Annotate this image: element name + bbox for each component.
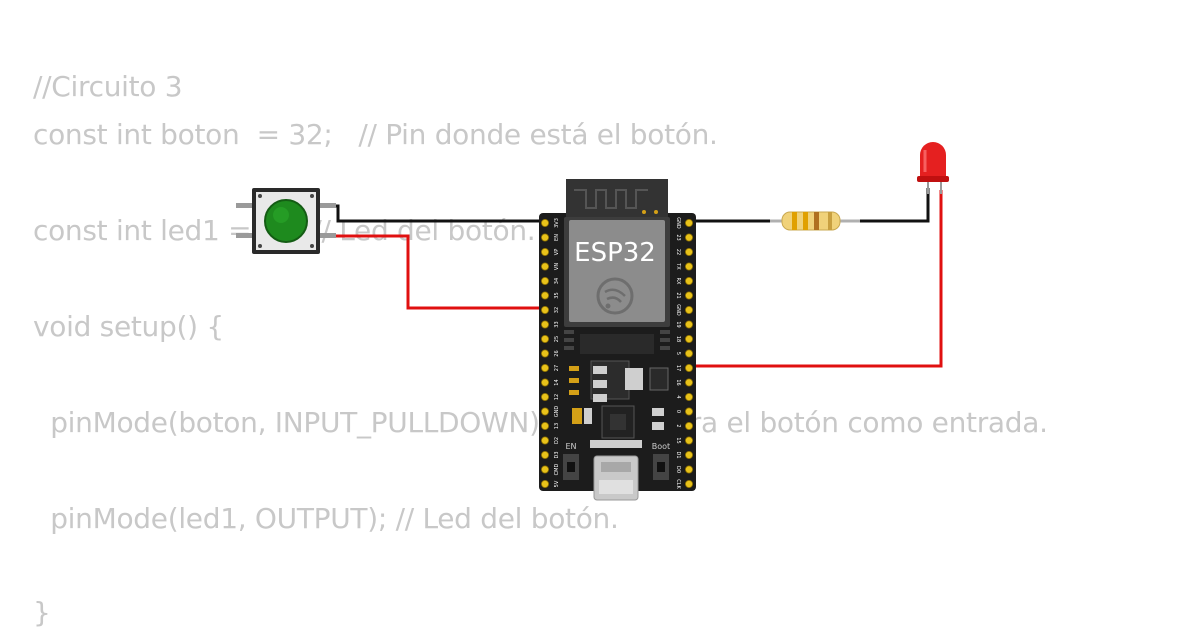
left-pin-label: 33: [554, 321, 560, 327]
push-button[interactable]: [236, 188, 336, 254]
right-pin-clk[interactable]: [685, 479, 694, 488]
left-pin-gnd[interactable]: [541, 407, 550, 416]
right-pin-label: 22: [675, 249, 681, 255]
left-pin-5v[interactable]: [541, 479, 550, 488]
left-pin-label: VP: [554, 249, 560, 255]
left-pin-label: 34: [554, 278, 560, 284]
left-pin-27[interactable]: [541, 363, 550, 372]
right-pin-label: 0: [675, 410, 681, 413]
right-pin-label: 4: [675, 395, 681, 398]
left-pin-label: D2: [554, 437, 560, 444]
left-pin-3v3[interactable]: [541, 218, 550, 227]
right-pin-rx[interactable]: [685, 276, 694, 285]
left-pin-33[interactable]: [541, 320, 550, 329]
right-pin-4[interactable]: [685, 392, 694, 401]
left-pin-13[interactable]: [541, 421, 550, 430]
left-pin-label: 27: [554, 365, 560, 371]
wire-resistor-to-led[interactable]: [852, 188, 930, 223]
code-line-close: }: [33, 596, 51, 629]
left-pin-35[interactable]: [541, 291, 550, 300]
left-pin-vp[interactable]: [541, 247, 550, 256]
en-button[interactable]: [563, 454, 579, 480]
led[interactable]: [917, 142, 949, 194]
wire-button-to-pin32[interactable]: [320, 234, 545, 310]
left-pin-d2[interactable]: [541, 436, 550, 445]
left-pin-34[interactable]: [541, 276, 550, 285]
resistor[interactable]: [770, 211, 860, 231]
right-pin-label: D0: [675, 466, 681, 473]
left-pin-label: 3V3: [554, 218, 560, 228]
right-pin-label: 17: [675, 365, 681, 371]
right-pin-22[interactable]: [685, 247, 694, 256]
right-pin-label: D1: [675, 451, 681, 458]
left-pin-25[interactable]: [541, 334, 550, 343]
right-pin-label: GND: [675, 217, 681, 229]
left-pin-label: 25: [554, 336, 560, 342]
left-pin-label: 32: [554, 307, 560, 313]
right-pin-label: 23: [675, 234, 681, 240]
left-pin-14[interactable]: [541, 378, 550, 387]
code-line-boton: const int boton = 32; // Pin donde está …: [33, 118, 718, 151]
boot-button-label: Boot: [652, 442, 670, 451]
right-pin-d0[interactable]: [685, 465, 694, 474]
right-pin-tx[interactable]: [685, 262, 694, 271]
code-line-setup: void setup() {: [33, 310, 224, 343]
right-pin-18[interactable]: [685, 334, 694, 343]
left-pin-label: 35: [554, 292, 560, 298]
wire-led-to-pin5[interactable]: [688, 190, 943, 368]
left-pin-label: 13: [554, 423, 560, 429]
left-pin-cmd[interactable]: [541, 465, 550, 474]
right-pin-0[interactable]: [685, 407, 694, 416]
right-pin-label: 2: [675, 424, 681, 427]
left-pin-en[interactable]: [541, 233, 550, 242]
left-pin-26[interactable]: [541, 349, 550, 358]
left-pin-vn[interactable]: [541, 262, 550, 271]
right-pin-gnd[interactable]: [685, 218, 694, 227]
usb-port: [593, 455, 639, 501]
wire-button-to-gnd[interactable]: [320, 204, 550, 223]
right-pin-19[interactable]: [685, 320, 694, 329]
boot-button[interactable]: [653, 454, 669, 480]
left-pin-label: CMD: [554, 464, 560, 476]
left-pin-12[interactable]: [541, 392, 550, 401]
right-pin-16[interactable]: [685, 378, 694, 387]
right-pin-2[interactable]: [685, 421, 694, 430]
right-pin-label: GND: [675, 304, 681, 316]
right-pin-label: RX: [675, 278, 681, 285]
right-pin-23[interactable]: [685, 233, 694, 242]
right-pin-15[interactable]: [685, 436, 694, 445]
left-pin-label: D3: [554, 451, 560, 458]
right-pin-label: TX: [675, 262, 681, 270]
right-pin-gnd[interactable]: [685, 305, 694, 314]
left-pin-label: 12: [554, 394, 560, 400]
right-pin-21[interactable]: [685, 291, 694, 300]
right-pin-label: CLK: [675, 479, 681, 489]
right-pin-label: 19: [675, 321, 681, 327]
right-pin-label: 18: [675, 336, 681, 342]
right-pin-label: 16: [675, 379, 681, 385]
en-button-label: EN: [565, 442, 576, 451]
left-pin-label: EN: [554, 234, 560, 241]
left-pin-label: 14: [554, 379, 560, 385]
left-pin-d3[interactable]: [541, 450, 550, 459]
right-pin-label: 21: [675, 292, 681, 298]
left-pin-label: 5V: [554, 480, 560, 487]
code-line-pinmode-led: pinMode(led1, OUTPUT); // Led del botón.: [33, 502, 619, 535]
esp32-label: ESP32: [574, 238, 656, 268]
left-pin-32[interactable]: [541, 305, 550, 314]
espressif-logo: [596, 277, 634, 315]
esp32-board[interactable]: ESP32 EN: [539, 179, 696, 501]
right-pin-label: 15: [675, 437, 681, 443]
left-pin-label: GND: [554, 406, 560, 418]
right-pin-d1[interactable]: [685, 450, 694, 459]
right-pin-17[interactable]: [685, 363, 694, 372]
right-pin-5[interactable]: [685, 349, 694, 358]
left-pin-label: 26: [554, 350, 560, 356]
right-pin-label: 5: [675, 352, 681, 355]
left-pin-label: VN: [554, 263, 560, 270]
code-line-comment: //Circuito 3: [33, 70, 183, 103]
